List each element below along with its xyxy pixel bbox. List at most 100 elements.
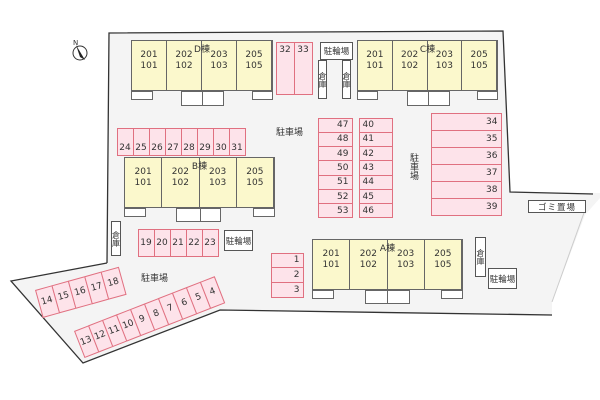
parking-space-42[interactable]: 42	[358, 146, 393, 162]
parking-space-30[interactable]: 30	[212, 127, 230, 156]
parking-space-1[interactable]: 1	[270, 252, 304, 269]
parking-space-47[interactable]: 47	[317, 117, 353, 133]
parking-space-44[interactable]: 44	[358, 174, 393, 190]
parking-space-49[interactable]: 49	[317, 146, 353, 162]
parking-space-45[interactable]: 45	[358, 188, 393, 205]
unit-number: 101	[140, 61, 158, 71]
parking-space-52[interactable]: 52	[317, 188, 353, 205]
unit-number: 201	[366, 50, 384, 60]
porch	[181, 91, 203, 106]
unit-number: 203	[210, 50, 228, 60]
unit-number: 101	[134, 178, 152, 188]
parking-space-33[interactable]: 33	[293, 41, 313, 95]
parking-space-20[interactable]: 20	[153, 228, 171, 257]
parking-lot-label-top: 駐車場	[276, 128, 304, 138]
porch	[252, 91, 273, 100]
unit-number: 101	[322, 260, 340, 270]
bicycle-parking-right: 駐輪場	[488, 268, 517, 289]
porch	[407, 91, 429, 106]
parking-space-3[interactable]: 3	[270, 281, 304, 298]
parking-space-32[interactable]: 32	[275, 41, 295, 95]
unit-number: 105	[246, 178, 264, 188]
unit-number: 205	[470, 50, 488, 60]
parking-space-21[interactable]: 21	[169, 228, 187, 257]
porch	[131, 91, 153, 100]
porch	[441, 290, 463, 299]
parking-space-28[interactable]: 28	[180, 127, 198, 156]
bicycle-parking-middle: 駐輪場	[224, 230, 253, 251]
parking-space-24[interactable]: 24	[116, 127, 134, 156]
parking-space-40[interactable]: 40	[358, 117, 393, 133]
parking-space-29[interactable]: 29	[196, 127, 214, 156]
unit-number: 201	[134, 167, 152, 177]
parking-space-31[interactable]: 31	[228, 127, 246, 156]
parking-space-37[interactable]: 37	[430, 163, 502, 182]
parking-space-50[interactable]: 50	[317, 160, 353, 176]
porch	[477, 91, 498, 100]
parking-space-19[interactable]: 19	[137, 228, 155, 257]
porch	[387, 290, 410, 304]
parking-space-27[interactable]: 27	[164, 127, 182, 156]
building-label: C棟	[419, 45, 436, 55]
parking-space-53[interactable]: 53	[317, 203, 353, 219]
parking-space-22[interactable]: 22	[185, 228, 203, 257]
unit-number: 105	[434, 260, 452, 270]
porch	[200, 208, 221, 222]
parking-space-43[interactable]: 43	[358, 160, 393, 176]
unit-number: 201	[322, 249, 340, 259]
parking-space-46[interactable]: 46	[358, 203, 393, 219]
parking-lot-label-right: 駐車場	[408, 153, 418, 180]
parking-space-23[interactable]: 23	[201, 228, 219, 257]
parking-space-25[interactable]: 25	[132, 127, 150, 156]
parking-space-48[interactable]: 48	[317, 131, 353, 148]
parking-space-34[interactable]: 34	[430, 112, 502, 131]
building-label: B棟	[191, 162, 208, 172]
storage-left: 倉庫	[111, 221, 121, 256]
parking-space-38[interactable]: 38	[430, 180, 502, 199]
unit-number: 101	[366, 61, 384, 71]
unit-number: 102	[171, 178, 189, 188]
unit-number: 201	[140, 50, 158, 60]
porch	[202, 91, 224, 106]
porch	[176, 208, 201, 222]
compass-north-icon	[72, 45, 88, 61]
storage-right: 倉庫	[475, 237, 486, 277]
parking-space-41[interactable]: 41	[358, 131, 393, 148]
parking-space-51[interactable]: 51	[317, 174, 353, 190]
parking-space-39[interactable]: 39	[430, 197, 502, 216]
parking-space-36[interactable]: 36	[430, 146, 502, 165]
unit-number: 105	[245, 61, 263, 71]
parking-space-26[interactable]: 26	[148, 127, 166, 156]
unit-number: 203	[435, 50, 453, 60]
unit-number: 102	[359, 260, 377, 270]
parking-space-35[interactable]: 35	[430, 129, 502, 148]
parking-space-2[interactable]: 2	[270, 267, 304, 283]
